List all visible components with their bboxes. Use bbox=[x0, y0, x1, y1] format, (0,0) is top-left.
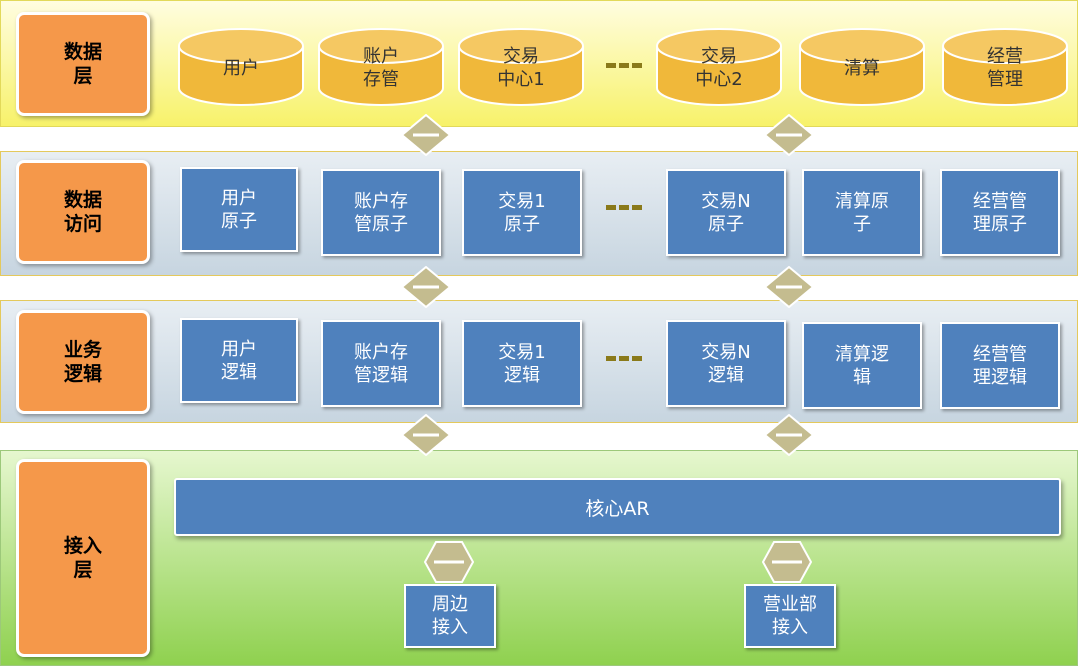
logic-box-trade-n: 交易N 逻辑 bbox=[666, 320, 786, 407]
db-account-custody: 账户 存管 bbox=[318, 27, 444, 107]
access-box-user: 用户 原子 bbox=[180, 167, 298, 252]
db-account-custody-label: 账户 存管 bbox=[363, 46, 399, 90]
db-user: 用户 bbox=[178, 27, 304, 107]
business-logic-layer-label: 业务 逻辑 bbox=[16, 310, 150, 414]
logic-box-user: 用户 逻辑 bbox=[180, 318, 298, 403]
access-box-operations: 经营管 理原子 bbox=[940, 169, 1060, 256]
access-box-clearing: 清算原 子 bbox=[802, 169, 922, 256]
db-operations-management: 经营 管理 bbox=[942, 27, 1068, 107]
db-trade-center-2: 交易 中心2 bbox=[656, 27, 782, 107]
logic-layer-ellipsis bbox=[606, 356, 642, 361]
vertical-double-arrow-icon bbox=[762, 541, 812, 583]
branch-access-box: 营业部 接入 bbox=[744, 584, 836, 648]
access-box-account-custody: 账户存 管原子 bbox=[321, 169, 441, 256]
data-access-layer-label: 数据 访问 bbox=[16, 160, 150, 264]
db-user-label: 用户 bbox=[223, 57, 259, 79]
logic-box-operations: 经营管 理逻辑 bbox=[940, 322, 1060, 409]
access-layer-ellipsis bbox=[606, 205, 642, 210]
logic-box-account-custody: 账户存 管逻辑 bbox=[321, 320, 441, 407]
access-box-trade-n: 交易N 原子 bbox=[666, 169, 786, 256]
double-arrow-icon bbox=[401, 414, 451, 456]
double-arrow-icon bbox=[401, 114, 451, 156]
db-trade-center-1-label: 交易 中心1 bbox=[497, 46, 545, 90]
data-layer-label: 数据 层 bbox=[16, 12, 150, 116]
vertical-double-arrow-icon bbox=[424, 541, 474, 583]
db-trade-center-1: 交易 中心1 bbox=[458, 27, 584, 107]
double-arrow-icon bbox=[764, 414, 814, 456]
access-layer-label: 接入 层 bbox=[16, 459, 150, 657]
double-arrow-icon bbox=[764, 114, 814, 156]
db-clearing-label: 清算 bbox=[844, 57, 880, 79]
access-box-trade-1: 交易1 原子 bbox=[462, 169, 582, 256]
data-layer-ellipsis bbox=[606, 63, 642, 68]
double-arrow-icon bbox=[401, 266, 451, 308]
db-operations-management-label: 经营 管理 bbox=[987, 46, 1023, 90]
logic-box-clearing: 清算逻 辑 bbox=[802, 322, 922, 409]
core-ar-bar: 核心AR bbox=[174, 478, 1061, 536]
db-clearing: 清算 bbox=[799, 27, 925, 107]
logic-box-trade-1: 交易1 逻辑 bbox=[462, 320, 582, 407]
db-trade-center-2-label: 交易 中心2 bbox=[695, 46, 743, 90]
peripheral-access-box: 周边 接入 bbox=[404, 584, 496, 648]
double-arrow-icon bbox=[764, 266, 814, 308]
